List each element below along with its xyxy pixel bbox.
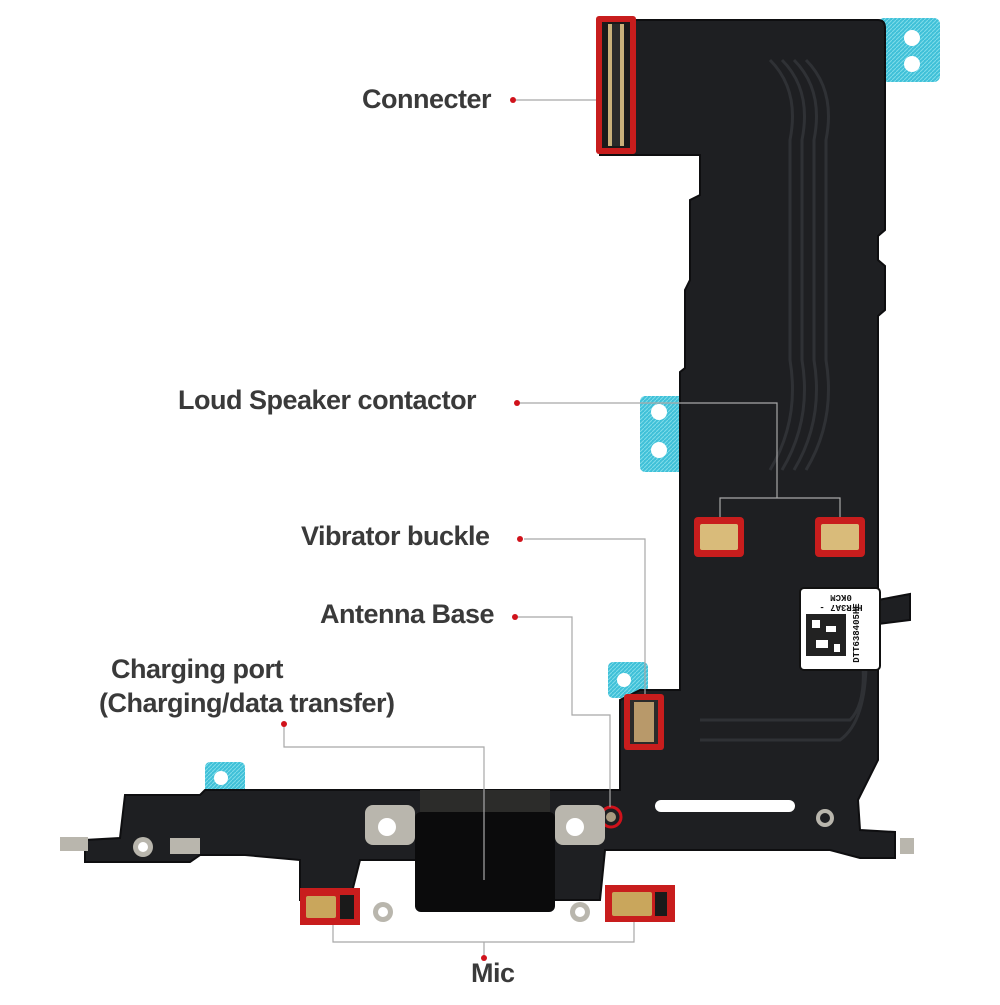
speaker-contact-left bbox=[694, 517, 744, 557]
vibrator-connector bbox=[624, 694, 664, 750]
label-mic: Mic bbox=[471, 958, 515, 988]
label-connecter: Connecter bbox=[362, 84, 492, 114]
mic-right bbox=[605, 885, 675, 922]
board-to-board-connector bbox=[596, 16, 636, 154]
label-loud-speaker-contactor: Loud Speaker contactor bbox=[178, 385, 477, 415]
label-dot-mic bbox=[481, 955, 487, 961]
leader-vibrator bbox=[524, 538, 646, 694]
sticker-code-1: HFR3A7 - 0KCM bbox=[819, 592, 863, 612]
leader-charging bbox=[283, 725, 485, 880]
label-dot-connecter bbox=[510, 97, 516, 103]
label-charging-port-sub: (Charging/data transfer) bbox=[99, 688, 395, 718]
serial-sticker bbox=[799, 587, 881, 671]
label-dot-loud-speaker bbox=[514, 400, 520, 406]
leader-loud-speaker bbox=[520, 402, 841, 517]
sticker-code-2: DTT638405HE bbox=[852, 603, 862, 663]
adhesive-tape-small bbox=[608, 662, 648, 698]
adhesive-tape-mid-left bbox=[640, 396, 686, 472]
label-antenna-base: Antenna Base bbox=[320, 599, 495, 629]
label-charging-port: Charging port bbox=[111, 654, 283, 684]
leader-lines bbox=[283, 99, 841, 960]
leader-antenna bbox=[518, 616, 611, 807]
label-dot-antenna bbox=[512, 614, 518, 620]
lightning-port bbox=[365, 790, 605, 912]
board-slot bbox=[655, 800, 795, 812]
label-dot-charging bbox=[281, 721, 287, 727]
mic-left bbox=[300, 888, 360, 925]
label-dot-vibrator bbox=[517, 536, 523, 542]
speaker-contact-right bbox=[815, 517, 865, 557]
metal-tabs bbox=[60, 809, 914, 922]
label-vibrator-buckle: Vibrator buckle bbox=[301, 521, 490, 551]
adhesive-tape-top-right bbox=[878, 18, 940, 82]
